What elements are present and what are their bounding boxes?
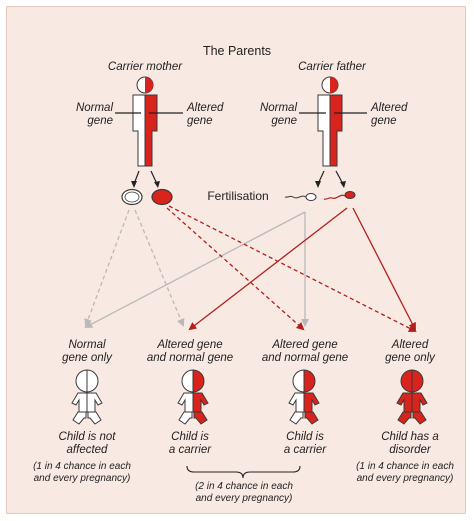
- child-3-caption: Child is a carrier: [283, 431, 327, 456]
- normal-egg: [121, 188, 143, 206]
- inheritance-arrows: [84, 205, 417, 332]
- carrier-brace: [186, 465, 301, 479]
- arrow-altered-sperm-to-child-2: [188, 207, 348, 331]
- diagram-frame: The Parents Carrier mother Carrier fathe…: [6, 6, 466, 514]
- carrier-mother-figure: [132, 76, 158, 167]
- fertilisation-label: Fertilisation: [207, 189, 269, 203]
- mother-label: Carrier mother: [107, 61, 183, 73]
- father-altered-gene-label: Altered gene: [371, 102, 408, 127]
- altered-sperm: [323, 191, 356, 200]
- child-2-heading: Altered gene and normal gene: [146, 339, 234, 364]
- arrow-normal-sperm-to-child-1: [84, 211, 306, 328]
- altered-egg: [151, 188, 173, 206]
- child-4-caption: Child has a disorder: [381, 431, 439, 456]
- arrow-altered-sperm-to-child-4: [352, 207, 416, 331]
- mother-normal-gene-label: Normal gene: [75, 102, 113, 127]
- child-3-heading: Altered gene and normal gene: [261, 339, 349, 364]
- baby-carrier-1: [177, 369, 209, 425]
- baby-carrier-2: [288, 369, 320, 425]
- baby-normal: [71, 369, 103, 425]
- inheritance-diagram: [71, 76, 428, 479]
- normal-sperm: [284, 193, 317, 201]
- baby-figures: [71, 369, 428, 425]
- carrier-father-figure: [317, 76, 343, 167]
- arrow-altered-egg-to-child-4: [168, 205, 417, 332]
- child-1-heading: Normal gene only: [62, 339, 112, 364]
- parents-title: The Parents: [202, 44, 272, 58]
- chance-right: (1 in 4 chance in each and every pregnan…: [356, 461, 454, 484]
- father-normal-gene-label: Normal gene: [259, 102, 297, 127]
- child-4-heading: Altered gene only: [385, 339, 435, 364]
- child-1-caption: Child is not affected: [58, 431, 116, 456]
- arrow-altered-egg-to-child-3: [166, 207, 305, 331]
- child-2-caption: Child is a carrier: [168, 431, 212, 456]
- baby-affected: [396, 369, 428, 425]
- arrow-normal-egg-to-child-2: [134, 209, 185, 327]
- chance-middle: (2 in 4 chance in each and every pregnan…: [195, 481, 293, 504]
- mother-altered-gene-label: Altered gene: [187, 102, 224, 127]
- father-label: Carrier father: [298, 61, 366, 73]
- chance-left: (1 in 4 chance in each and every pregnan…: [33, 461, 131, 484]
